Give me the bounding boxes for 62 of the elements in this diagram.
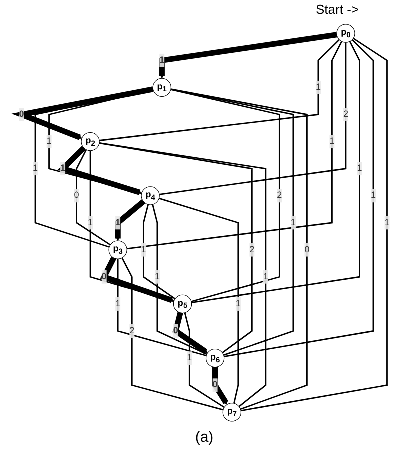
node-circle: p$_{3}$ — [108, 240, 128, 260]
connector — [192, 41, 360, 304]
edge-label: 1 — [263, 272, 268, 282]
connector — [152, 204, 208, 356]
connector — [159, 198, 240, 404]
edge-label: 1 — [88, 218, 94, 228]
edge-label: 2 — [277, 190, 282, 200]
edge-label: 0 — [212, 380, 218, 390]
node-circle: p$_{2}$ — [81, 132, 100, 152]
edge-label: 2 — [250, 245, 255, 255]
arrow — [159, 32, 338, 79]
connector — [170, 88, 308, 410]
connector — [117, 259, 207, 357]
edge-label: 1 — [60, 164, 66, 174]
edge-label: 0 — [102, 272, 107, 282]
connector — [224, 39, 374, 358]
connector — [99, 39, 340, 142]
edge-label: 1 — [154, 272, 160, 282]
edge-label: 1 — [33, 164, 38, 174]
edge-label: 0 — [304, 245, 310, 255]
connector — [99, 142, 253, 354]
node-circle: p$_{0}$ — [336, 24, 356, 43]
arrow — [212, 367, 229, 405]
connector — [170, 88, 294, 356]
edge-label: 1 — [316, 82, 321, 92]
connector — [76, 150, 111, 246]
edge-label: 2 — [343, 110, 348, 120]
caption: (a) — [195, 429, 214, 446]
edge-label: 0 — [74, 190, 80, 200]
edge-label: 1 — [357, 164, 362, 174]
node-circle: p$_{4}$ — [141, 186, 160, 206]
edge-label: 1 — [370, 190, 376, 200]
connector — [126, 41, 342, 250]
edge-label: 0 — [19, 110, 24, 120]
arrow — [172, 312, 208, 354]
node-circle: p$_{6}$ — [206, 348, 225, 368]
start-label: Start -> — [316, 2, 359, 17]
arrow — [58, 146, 142, 196]
edge-label: 1 — [116, 299, 121, 309]
edge-label: 1 — [116, 218, 121, 228]
edge-label: 1 — [46, 136, 52, 146]
connector — [240, 38, 388, 412]
edge-label: 1 — [141, 245, 146, 255]
node-circle: p$_{7}$ — [222, 403, 242, 422]
node-circle: p$_{5}$ — [173, 294, 192, 314]
edge-label: 1 — [330, 136, 335, 146]
arrow — [115, 200, 146, 242]
edge-label: 2 — [130, 326, 135, 336]
edge-label: 0 — [173, 326, 178, 336]
edge-label: 1 — [384, 218, 390, 228]
edge-label: 1 — [160, 56, 165, 66]
connector — [170, 89, 280, 302]
connector — [99, 142, 267, 408]
edge-label: 1 — [290, 218, 296, 228]
edge-label: 1 — [236, 299, 241, 309]
edge-label: 1 — [187, 353, 192, 363]
connector — [143, 204, 176, 300]
arrow — [100, 256, 174, 304]
connector — [90, 150, 174, 302]
node-circle: p$_{1}$ — [152, 78, 172, 98]
arrow — [12, 86, 154, 140]
connector — [159, 42, 347, 196]
